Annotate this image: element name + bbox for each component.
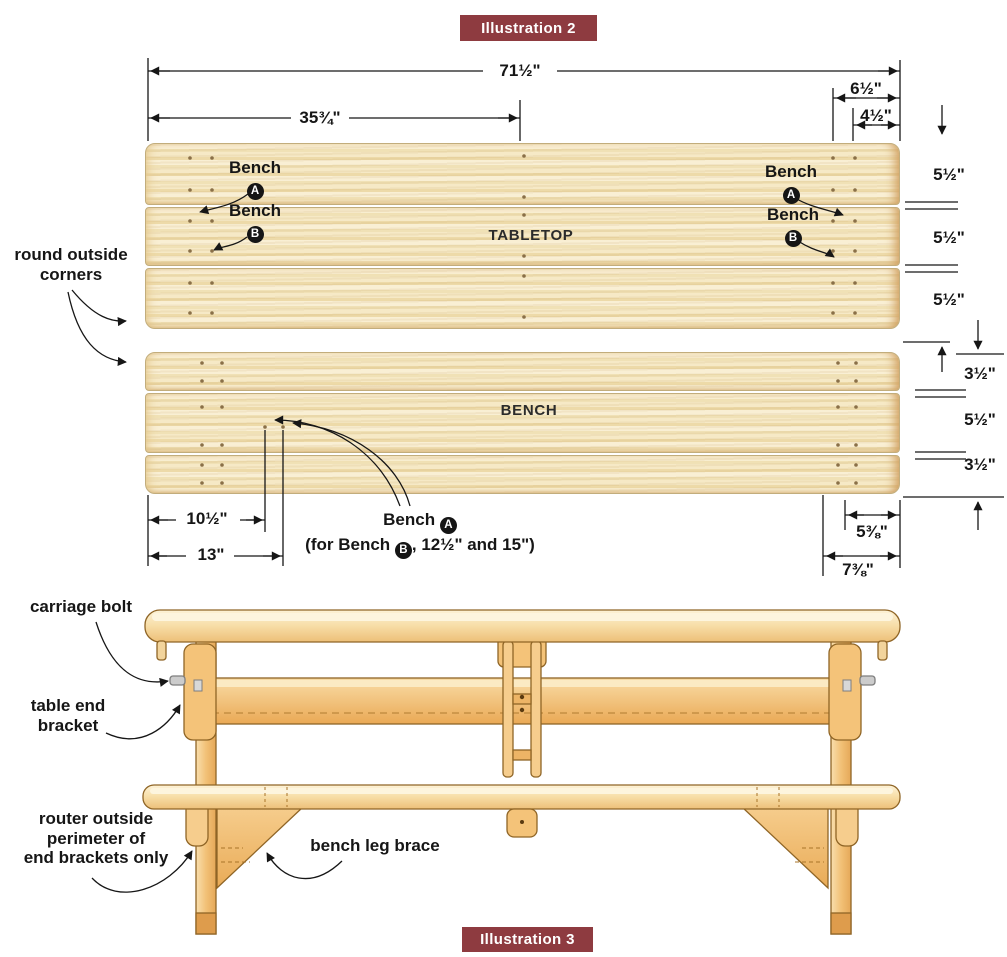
circled-letter-a: A (246, 182, 264, 200)
right-table-end-bracket (828, 643, 862, 741)
left-top-bolt (156, 640, 167, 661)
bench-b-tag-right: Bench B (766, 206, 820, 247)
illustration-3-badge-text: Illustration 3 (480, 931, 575, 948)
tabletop-plank-1 (145, 143, 900, 205)
bench-plank-2 (145, 393, 900, 453)
dim-end-hole-near: 4½" (860, 106, 892, 125)
tabletop-plank-3 (145, 268, 900, 329)
table-end-bracket-callout: table end bracket (30, 696, 106, 735)
dim-end-hole-far: 6½" (850, 79, 882, 98)
dim-bench-plank-1: 3½" (964, 364, 996, 383)
bench-leg-brace-callout: bench leg brace (310, 836, 440, 855)
bench-hole-note-line1: Bench A (280, 509, 560, 534)
tabletop-label: TABLETOP (488, 227, 574, 244)
circled-letter-a: A (439, 517, 457, 534)
circled-letter-a: A (782, 186, 800, 204)
right-bench-leg-brace (740, 806, 829, 890)
dim-top-plank-1: 5½" (933, 165, 965, 184)
dim-bench-right-near: 5⅜" (856, 522, 888, 541)
bench-plank-1 (145, 352, 900, 391)
dim-bench-right-far: 7⅜" (842, 560, 874, 579)
side-view-illustration (142, 609, 901, 935)
bench-b-tag-left: Bench B (228, 202, 282, 243)
left-leg-foot (195, 912, 217, 935)
right-carriage-bolt (859, 675, 876, 686)
fastener-holes (188, 154, 858, 485)
circled-letter-b: B (394, 542, 412, 559)
bench-plank-3 (145, 455, 900, 494)
dim-overall-length: 71½" (499, 61, 541, 80)
bench-label: BENCH (500, 402, 558, 419)
router-perimeter-callout: router outside perimeter of end brackets… (23, 809, 169, 868)
illustration-2-badge-text: Illustration 2 (481, 19, 576, 37)
bench-a-tag-right: Bench A (764, 163, 818, 204)
dim-bench-hole-near: 10½" (186, 509, 228, 528)
dim-bench-plank-2: 5½" (964, 410, 996, 429)
left-table-end-bracket (183, 643, 217, 741)
round-corners-callout: round outside corners (14, 245, 128, 284)
carriage-bolt-callout: carriage bolt (29, 597, 133, 616)
center-support-slat (530, 640, 542, 778)
left-carriage-bolt (169, 675, 186, 686)
dim-bench-hole-far: 13" (197, 545, 225, 564)
right-leg-foot (830, 912, 852, 935)
dim-half-length: 35¾" (299, 108, 341, 127)
circled-letter-b: B (246, 225, 264, 243)
bench-a-tag-left: Bench A (228, 159, 282, 200)
callout-leader-arrows (67, 193, 844, 893)
right-top-bolt (877, 640, 888, 661)
illustration-2-badge: Illustration 2 (460, 15, 597, 41)
center-support-slat (502, 640, 514, 778)
dim-bench-plank-3: 3½" (964, 455, 996, 474)
illustration-3-badge: Illustration 3 (462, 927, 593, 952)
bench-hole-note: Bench A (for Bench B, 12½" and 15") (280, 509, 560, 559)
bench-hole-note-line2: (for Bench B, 12½" and 15") (280, 534, 560, 559)
dimension-lines (147, 58, 1004, 576)
dim-top-plank-3: 5½" (933, 290, 965, 309)
circled-letter-b: B (784, 229, 802, 247)
dim-top-plank-2: 5½" (933, 228, 965, 247)
